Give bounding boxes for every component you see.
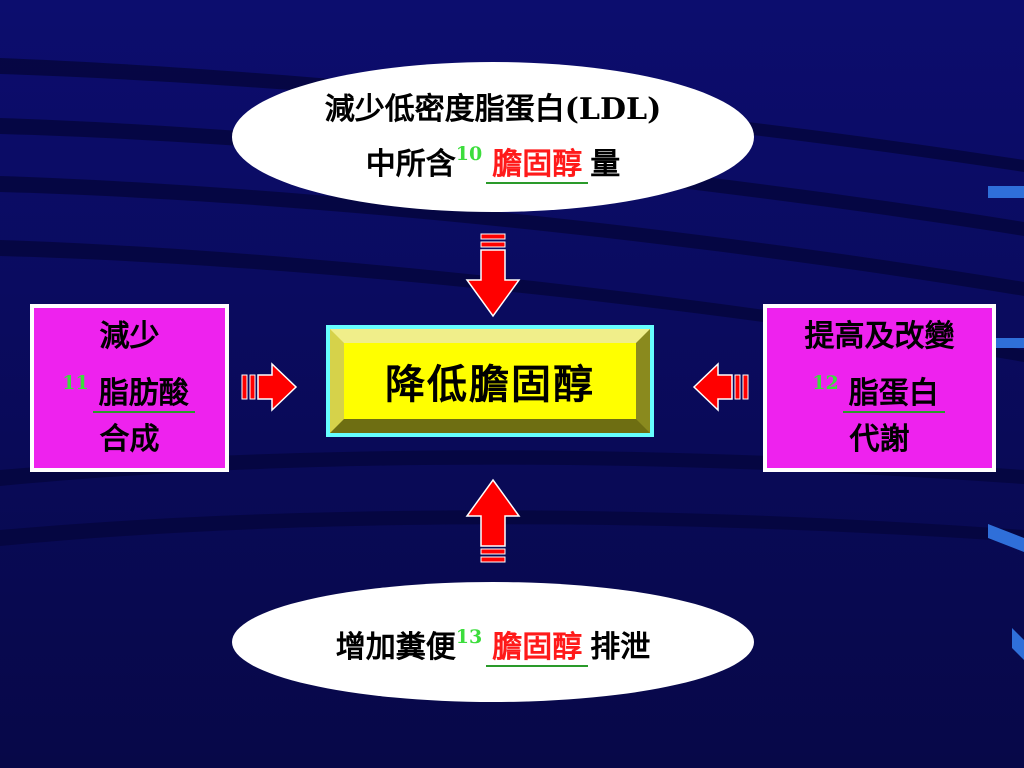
arrow-down-icon <box>465 233 521 318</box>
bottom-prefix: 增加糞便 <box>335 629 456 665</box>
blank-number-11: 11 <box>62 371 89 394</box>
answer-blank-13: 膽固醇 <box>486 630 589 667</box>
right-line-1: 提高及改變 <box>804 318 955 354</box>
arrow-right-icon <box>241 362 298 412</box>
answer-blank-11: 脂肪酸 <box>92 376 195 413</box>
arrow-left-icon <box>692 362 749 412</box>
arrow-up-icon <box>465 478 521 563</box>
answer-blank-10: 膽固醇 <box>486 147 589 184</box>
blank-number-12: 12 <box>812 371 839 394</box>
answer-blank-12: 脂蛋白 <box>842 376 945 413</box>
top-line-1: 減少低密度脂蛋白(LDL) <box>324 91 662 127</box>
left-line-1: 減少 <box>99 318 160 354</box>
blank-number-10: 10 <box>455 142 483 165</box>
center-box: 降低膽固醇 <box>326 325 654 437</box>
center-box-bevel: 降低膽固醇 <box>330 329 650 433</box>
top-suffix: 量 <box>590 146 621 182</box>
bottom-suffix: 排泄 <box>590 629 651 665</box>
top-prefix: 中所含 <box>365 146 456 182</box>
right-line-3: 代謝 <box>849 421 910 457</box>
left-line-3: 合成 <box>99 421 160 457</box>
blank-number-13: 13 <box>455 625 483 648</box>
center-label: 降低膽固醇 <box>385 361 595 408</box>
